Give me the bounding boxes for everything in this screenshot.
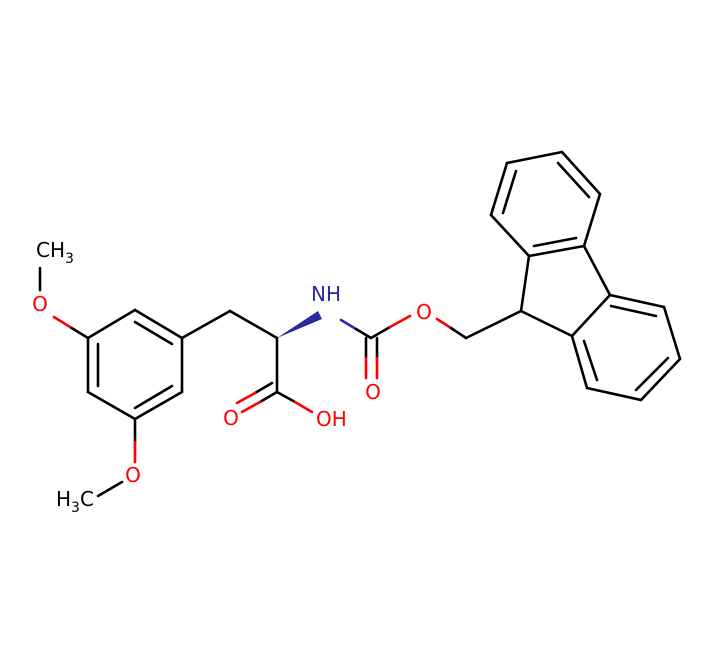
- methoxy-top-oxygen-label: O: [32, 292, 48, 316]
- carbamate-group: NH O O: [311, 282, 523, 404]
- ester-oxygen-label: O: [416, 300, 432, 324]
- dimethoxyphenyl-ring: [86, 308, 184, 421]
- methoxy-bottom-group: O H3C: [56, 417, 141, 516]
- methoxy-top-group: O CH3: [32, 238, 90, 340]
- methoxy-bottom-oxygen-label: O: [125, 463, 141, 487]
- methoxy-bottom-h3c-label: H3C: [56, 487, 94, 516]
- acid-hydroxyl-label: OH: [316, 407, 347, 431]
- nh-label: NH: [311, 282, 341, 306]
- fluorenyl-group: [489, 150, 682, 402]
- alanine-backbone: [180, 309, 322, 394]
- methoxy-top-ch3-label: CH3: [36, 238, 74, 267]
- stereo-wedge-bond: [277, 311, 322, 338]
- acid-carbonyl-oxygen-label: O: [223, 406, 239, 430]
- carboxylic-acid-group: O OH: [223, 381, 347, 431]
- carbamate-carbonyl-oxygen-label: O: [365, 380, 381, 404]
